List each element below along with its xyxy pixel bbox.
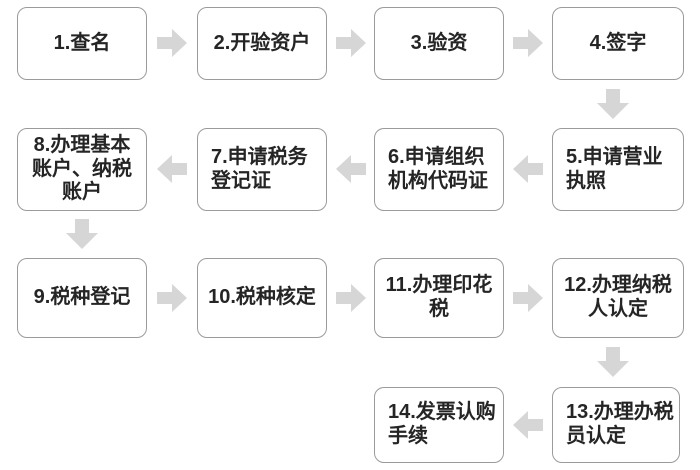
flow-step-3-yanzi: 3.验资 bbox=[374, 7, 504, 80]
arrow-left-icon bbox=[336, 155, 366, 183]
arrow-right-icon bbox=[157, 284, 187, 312]
flow-step-5-yingye-zhizhao: 5.申请营业 执照 bbox=[552, 128, 684, 211]
flow-step-9-shuizhong-dengji: 9.税种登记 bbox=[17, 258, 147, 338]
arrow-left-icon bbox=[157, 155, 187, 183]
arrow-right-icon bbox=[336, 284, 366, 312]
arrow-down-icon bbox=[597, 89, 629, 119]
arrow-right-icon bbox=[336, 29, 366, 57]
flow-step-6-daimazheng: 6.申请组织 机构代码证 bbox=[374, 128, 504, 211]
flow-step-10-shuizhong-heding: 10.税种核定 bbox=[197, 258, 327, 338]
arrow-down-icon bbox=[66, 219, 98, 249]
flow-step-12-nashuiren: 12.办理纳税 人认定 bbox=[552, 258, 684, 338]
flow-step-2-kai-yanzihu: 2.开验资户 bbox=[197, 7, 327, 80]
flow-step-14-fapiao-rengou: 14.发票认购 手续 bbox=[374, 387, 504, 463]
flow-step-7-shuiwu-dengji: 7.申请税务 登记证 bbox=[197, 128, 327, 211]
arrow-left-icon bbox=[513, 155, 543, 183]
flow-step-1-cha-ming: 1.查名 bbox=[17, 7, 147, 80]
arrow-right-icon bbox=[513, 29, 543, 57]
flow-step-4-qianzi: 4.签字 bbox=[552, 7, 684, 80]
arrow-right-icon bbox=[513, 284, 543, 312]
arrow-down-icon bbox=[597, 347, 629, 377]
flow-step-8-jiben-zhanghu: 8.办理基本 账户、纳税 账户 bbox=[17, 128, 147, 211]
flow-step-13-banshuiyuan: 13.办理办税 员认定 bbox=[552, 387, 680, 463]
flow-step-11-yinhuashui: 11.办理印花 税 bbox=[374, 258, 504, 338]
arrow-right-icon bbox=[157, 29, 187, 57]
arrow-left-icon bbox=[513, 411, 543, 439]
